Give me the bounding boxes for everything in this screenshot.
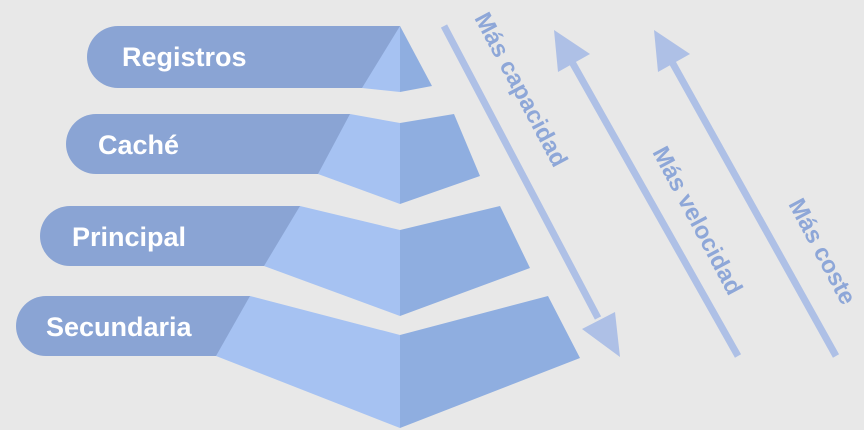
cost-arrow-shaft xyxy=(668,60,840,358)
speed-arrow: Más velocidad xyxy=(554,30,748,358)
tier-secundaria-pill xyxy=(16,296,250,356)
tier-registros-label: Registros xyxy=(122,42,247,72)
tier-cache-left-face xyxy=(318,114,400,204)
tier-secundaria-right-face xyxy=(400,296,580,428)
tier-secundaria-label: Secundaria xyxy=(46,312,193,342)
capacity-arrowhead-down xyxy=(582,312,620,357)
tier-registros-right-face xyxy=(400,26,432,92)
tier-secundaria: Secundaria xyxy=(16,296,580,428)
speed-arrowhead-up xyxy=(554,30,590,72)
tier-principal-pill xyxy=(40,206,300,266)
tier-cache-pill xyxy=(66,114,350,174)
tier-registros-pill xyxy=(87,26,400,88)
tier-cache-label: Caché xyxy=(98,130,179,160)
tier-registros: Registros xyxy=(87,26,432,92)
tier-secundaria-left-face xyxy=(216,296,400,428)
tier-cache-right-face xyxy=(400,114,480,204)
capacity-arrow-shaft xyxy=(440,24,602,320)
tier-cache: Caché xyxy=(66,114,480,204)
tier-principal-left-face xyxy=(264,206,400,316)
tier-registros-left-face xyxy=(362,26,400,92)
tier-principal-right-face xyxy=(400,206,530,316)
cost-arrowhead-up xyxy=(654,30,690,72)
tier-principal-label: Principal xyxy=(72,222,186,252)
cost-axis-label: Más coste xyxy=(783,194,861,309)
tier-principal: Principal xyxy=(40,206,530,316)
speed-arrow-shaft xyxy=(568,60,742,358)
